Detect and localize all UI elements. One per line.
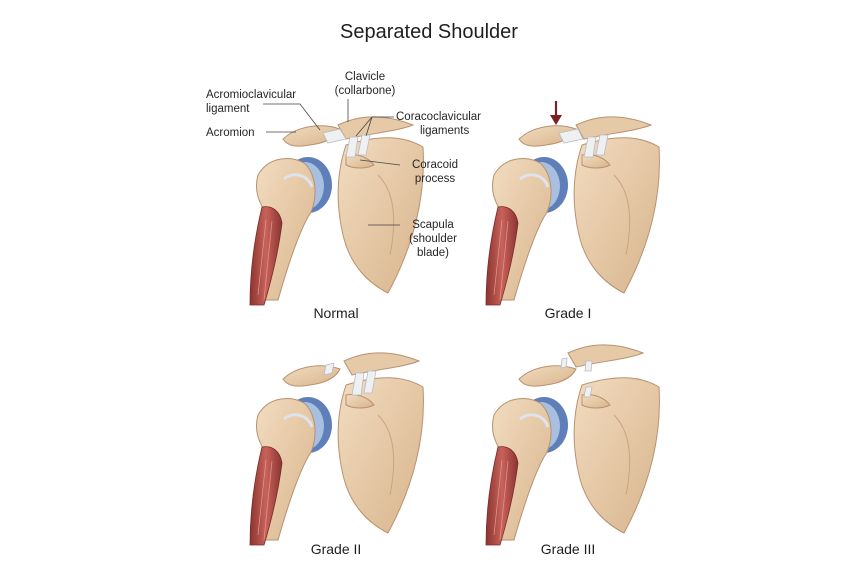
coracoclavicular-ligaments-ruptured (583, 360, 593, 398)
clavicle-bone-displaced (567, 344, 645, 368)
panel-grade-3 (464, 335, 684, 555)
acromioclavicular-ligament-ruptured (560, 357, 568, 369)
acromioclavicular-ligament (322, 128, 347, 144)
shoulder-illustration-grade-1 (484, 116, 661, 307)
caption-normal: Normal (313, 305, 359, 321)
diagram-title: Separated Shoulder (340, 21, 518, 43)
label-scapula: Scapula (shoulder blade) (409, 219, 457, 259)
caption-grade-1: Grade I (544, 305, 592, 321)
down-arrow-icon (550, 101, 562, 125)
panel-grade-1 (464, 95, 684, 315)
label-coracoclavicular-ligaments: Coracoclavicular ligaments (396, 111, 482, 137)
caption-grade-2: Grade II (310, 541, 362, 557)
acromioclavicular-ligament-torn (323, 362, 335, 376)
label-clavicle: Clavicle (collarbone) (334, 71, 396, 97)
shoulder-illustration-grade-3 (484, 344, 661, 547)
shoulder-illustration-grade-2 (248, 352, 425, 547)
clavicle-bone (343, 352, 421, 376)
panel-grade-2 (228, 335, 448, 555)
label-coracoid-process: Coracoid process (411, 159, 459, 185)
label-acromion: Acromion (206, 127, 255, 139)
coracoclavicular-ligaments (345, 134, 371, 158)
label-acromioclavicular-ligament: Acromioclavicular ligament (206, 89, 297, 115)
coracoclavicular-ligaments-stretched (351, 370, 377, 396)
coracoclavicular-ligaments (583, 134, 609, 158)
caption-grade-3: Grade III (540, 541, 596, 557)
acromioclavicular-ligament-stretched (558, 128, 584, 144)
